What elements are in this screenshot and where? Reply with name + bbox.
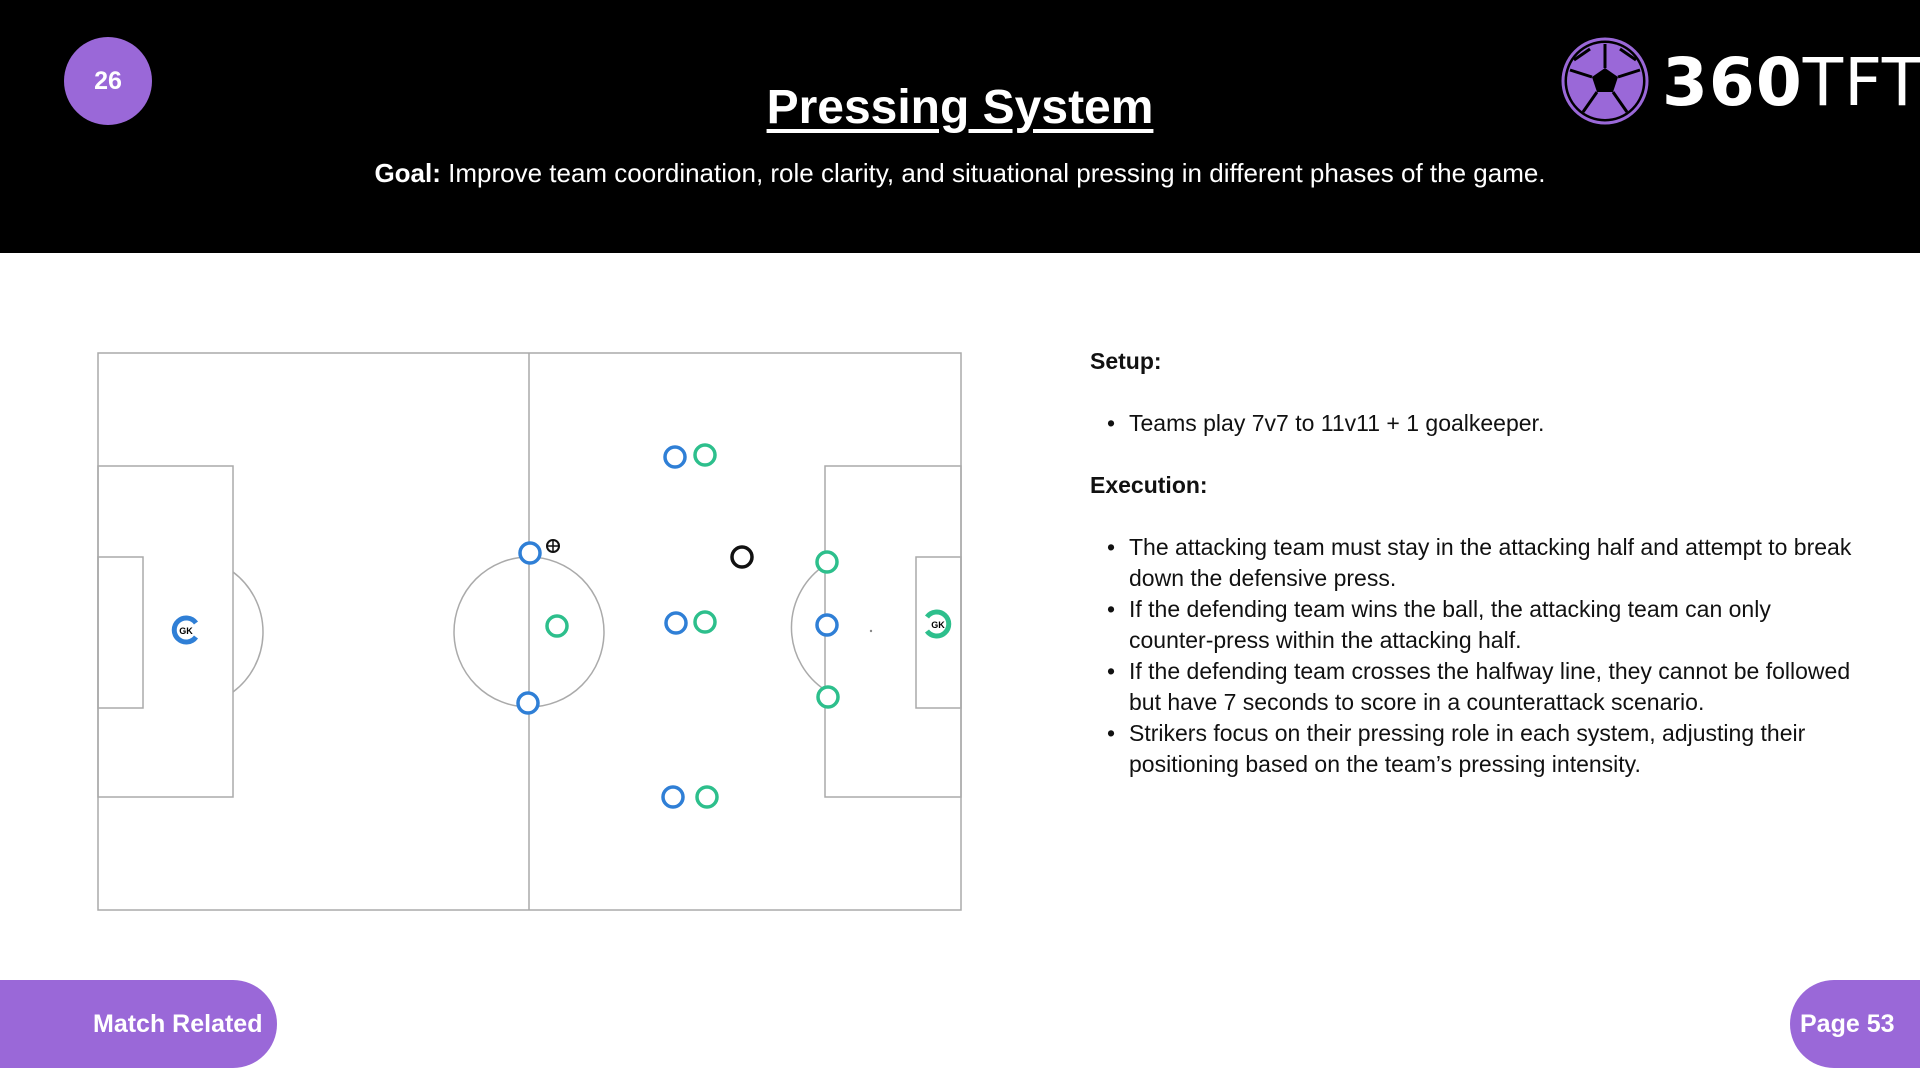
slide-number-badge: 26 (64, 37, 152, 125)
right-penalty-arc (790, 564, 826, 691)
setup-heading: Setup: (1090, 348, 1162, 374)
blue-player (663, 445, 687, 469)
blue-goalkeeper: GK (171, 615, 199, 645)
right-penalty-box (824, 465, 962, 798)
blue-player (518, 541, 542, 565)
header: 26 Pressing System Goal: Improve team co… (0, 0, 1920, 253)
blue-player (516, 691, 540, 715)
ball-icon (546, 539, 560, 553)
setup-list: Teams play 7v7 to 11v11 + 1 goalkeeper. (1107, 408, 1860, 439)
logo-text-light: TFT (1802, 44, 1920, 121)
list-item: Teams play 7v7 to 11v11 + 1 goalkeeper. (1107, 408, 1860, 439)
left-penalty-box (97, 465, 234, 798)
green-goalkeeper: GK (924, 609, 952, 639)
left-goal-area (97, 556, 144, 709)
instructions-panel: Setup: Teams play 7v7 to 11v11 + 1 goalk… (1090, 346, 1860, 811)
left-penalty-arc (232, 571, 264, 693)
green-player (693, 610, 717, 634)
gk-label: GK (931, 620, 945, 630)
execution-heading: Execution: (1090, 472, 1208, 498)
right-goal-area (915, 556, 962, 709)
black-player (730, 545, 754, 569)
gk-label: GK (179, 626, 193, 636)
green-player (815, 550, 839, 574)
green-player (816, 685, 840, 709)
category-tag: Match Related (0, 980, 277, 1068)
page-title: Pressing System (766, 81, 1154, 134)
penalty-spot (869, 629, 873, 633)
execution-list: The attacking team must stay in the atta… (1107, 532, 1860, 780)
logo-text-bold: 360 (1662, 44, 1803, 121)
page-number: Page 53 (1790, 980, 1920, 1068)
goal-text: Goal: Improve team coordination, role cl… (0, 158, 1920, 189)
list-item: The attacking team must stay in the atta… (1107, 532, 1860, 594)
list-item: Strikers focus on their pressing role in… (1107, 718, 1860, 780)
goal-description: Improve team coordination, role clarity,… (440, 158, 1546, 188)
brand-logo-text: 360TFT (1662, 44, 1920, 121)
green-player (545, 614, 569, 638)
soccer-ball-logo-icon (1561, 37, 1649, 125)
list-item: If the defending team crosses the halfwa… (1107, 656, 1860, 718)
green-player (695, 785, 719, 809)
blue-player (664, 611, 688, 635)
goal-label: Goal: (374, 158, 441, 188)
green-player (693, 443, 717, 467)
blue-player (661, 785, 685, 809)
list-item: If the defending team wins the ball, the… (1107, 594, 1860, 656)
blue-player (815, 613, 839, 637)
